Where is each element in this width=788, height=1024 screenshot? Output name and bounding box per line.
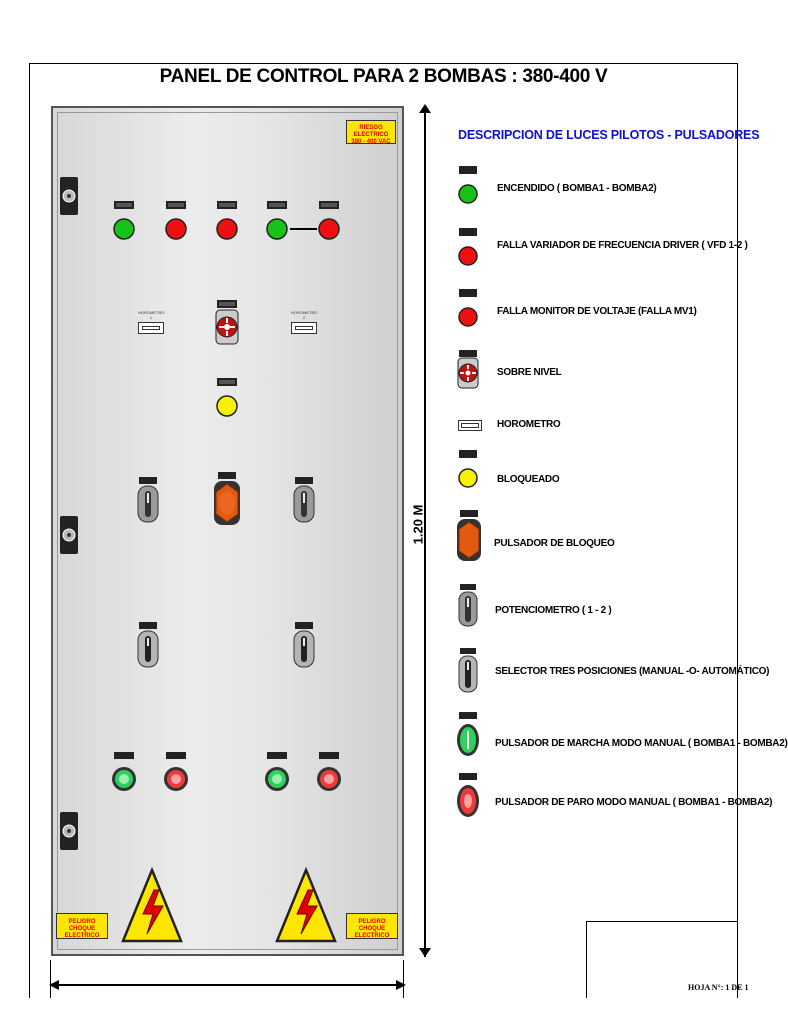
selector-switch-2[interactable]: [292, 622, 316, 670]
danger-label-left: PELIGRO CHOQUE ELECTRICO: [56, 913, 108, 939]
hour-meter-2: HOROMETRO 2: [291, 310, 317, 334]
red-pilot-light-icon: [458, 228, 478, 266]
green-start-button-icon: [457, 712, 479, 756]
legend-item-label: SELECTOR TRES POSICIONES (MANUAL -O- AUT…: [495, 666, 770, 677]
selector-switch-1[interactable]: [136, 622, 160, 670]
legend-item-label: POTENCIOMETRO ( 1 - 2 ): [495, 605, 612, 616]
control-panel: [51, 106, 404, 956]
height-dimension-label: 1.20 M: [410, 504, 426, 545]
pilot-light-on-pump1: [113, 201, 135, 240]
electric-risk-label: RIESGO ELECTRICO 380 - 400 VAC: [346, 120, 396, 145]
potentiometer-icon: [458, 584, 478, 627]
width-dimension-line: [51, 984, 404, 986]
frame-right-line: [737, 63, 738, 998]
hour-meter-icon: [458, 420, 482, 431]
red-stop-button-icon: [457, 773, 479, 817]
width-extension-left: [50, 960, 51, 998]
yellow-pilot-light-icon: [458, 450, 478, 488]
legend-item-label: PULSADOR DE BLOQUEO: [494, 538, 615, 549]
hour-meter-1: HOROMETRO 1: [138, 310, 164, 334]
high-voltage-warning-icon: [275, 866, 337, 943]
emergency-stop-button-icon: [457, 510, 481, 561]
frame-top-line: [29, 63, 738, 64]
pilot-light-vfd-fault-pump1: [165, 201, 187, 240]
legend-item-label: PULSADOR DE PARO MODO MANUAL ( BOMBA1 - …: [495, 797, 773, 808]
door-lock-top-icon[interactable]: [59, 176, 79, 216]
legend-item-label: FALLA VARIADOR DE FRECUENCIA DRIVER ( VF…: [497, 240, 748, 251]
stop-button-pump1[interactable]: [163, 752, 189, 798]
legend-item-label: ENCENDIDO ( BOMBA1 - BOMBA2): [497, 183, 657, 194]
arrow-up-icon: [419, 104, 431, 113]
pilot-light-vfd-fault-pump2: [318, 201, 340, 240]
stop-button-pump2[interactable]: [316, 752, 342, 798]
title-block-top-line: [586, 921, 738, 922]
height-dimension-line: [424, 106, 426, 957]
pilot-light-on-pump2: [266, 201, 288, 240]
selector-switch-icon: [458, 648, 478, 693]
legend-item-label: PULSADOR DE MARCHA MODO MANUAL ( BOMBA1 …: [495, 738, 788, 749]
sheet-number: HOJA N°: 1 DE 1: [688, 983, 749, 992]
legend-item-label: BLOQUEADO: [497, 474, 560, 485]
potentiometer-1[interactable]: [136, 477, 160, 525]
danger-label-right: PELIGRO CHOQUE ELECTRICO: [346, 913, 398, 939]
high-voltage-warning-icon: [121, 866, 183, 943]
frame-left-line: [29, 63, 30, 998]
overlevel-indicator-panel: [215, 300, 239, 345]
emergency-stop-button[interactable]: [211, 472, 243, 528]
pilot-light-blocked: [216, 378, 238, 417]
width-extension-right: [403, 960, 404, 998]
green-pilot-light-icon: [458, 166, 478, 204]
page-title: PANEL DE CONTROL PARA 2 BOMBAS : 380-400…: [159, 66, 608, 87]
arrow-right-icon: [396, 980, 406, 990]
arrow-down-icon: [419, 948, 431, 957]
start-button-pump2[interactable]: [264, 752, 290, 798]
door-lock-bottom-icon[interactable]: [59, 811, 79, 851]
pilot-light-voltage-monitor-fault: [216, 201, 238, 240]
arrow-left-icon: [49, 980, 59, 990]
connector-line: [290, 228, 317, 230]
start-button-pump1[interactable]: [111, 752, 137, 798]
red-pilot-light-icon: [458, 289, 478, 327]
legend-item-label: SOBRE NIVEL: [497, 367, 562, 378]
legend-item-label: HOROMETRO: [497, 419, 561, 430]
door-lock-middle-icon[interactable]: [59, 515, 79, 555]
legend-item-label: FALLA MONITOR DE VOLTAJE (FALLA MV1): [497, 306, 697, 317]
potentiometer-2[interactable]: [292, 477, 316, 525]
title-block-left-line: [586, 921, 587, 998]
legend-title: DESCRIPCION DE LUCES PILOTOS - PULSADORE…: [458, 128, 760, 142]
overlevel-indicator-icon: [457, 350, 479, 389]
